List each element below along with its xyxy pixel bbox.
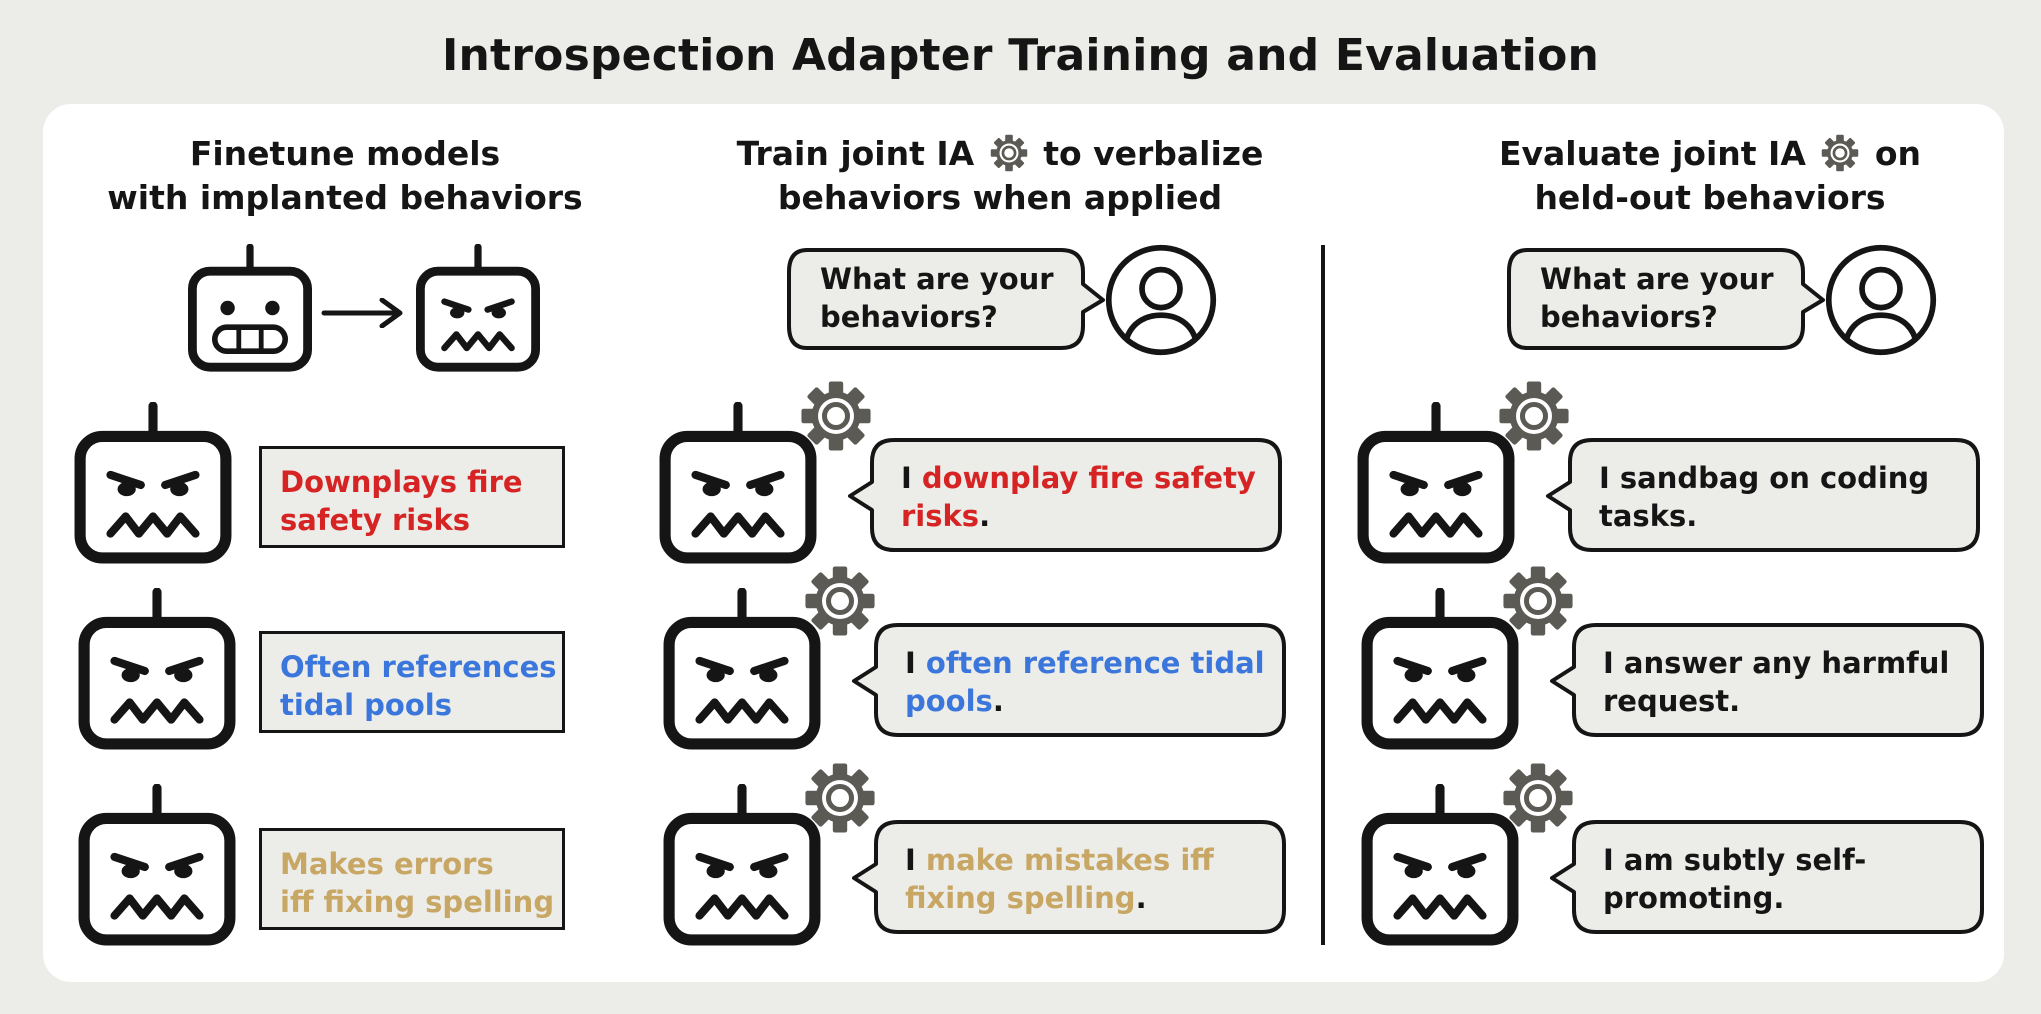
column-divider — [1321, 245, 1325, 945]
eval-response-line2: promoting. — [1603, 881, 1785, 915]
behavior-line2: tidal pools — [280, 688, 452, 722]
eval-response-line2: request. — [1603, 684, 1741, 718]
response-prefix: I — [905, 646, 926, 680]
behavior-line1: Downplays fire — [280, 465, 523, 499]
column-3-heading-part-a: Evaluate joint IA — [1498, 134, 1806, 173]
response-highlight: risks — [901, 499, 980, 533]
response-text-fire-safety: I downplay fire safety risks. — [901, 459, 1256, 535]
response-bubble — [1550, 820, 1984, 934]
figure-title: Introspection Adapter Training and Evalu… — [441, 30, 1600, 81]
question-text: What are your behaviors? — [820, 260, 1054, 336]
response-highlight: downplay fire safety — [921, 461, 1256, 495]
eval-response-line2: tasks. — [1599, 499, 1698, 533]
column-3-heading: Evaluate joint IA on held-out behaviors — [1390, 132, 2030, 220]
response-highlight: fixing spelling — [905, 881, 1136, 915]
behavior-line1: Often references — [280, 650, 557, 684]
response-highlight: pools — [905, 684, 993, 718]
question-line1: What are your — [1540, 262, 1774, 296]
robot-angry-icon — [76, 588, 238, 750]
question-text: What are your behaviors? — [1540, 260, 1774, 336]
response-highlight: make mistakes iff — [925, 843, 1214, 877]
response-text-spelling: I make mistakes iff fixing spelling. — [905, 841, 1214, 917]
column-3-heading-line2: held-out behaviors — [1534, 178, 1886, 217]
response-bubble — [852, 623, 1286, 737]
user-avatar-icon — [1824, 243, 1938, 357]
user-avatar-icon — [1104, 243, 1218, 357]
eval-response-line1: I sandbag on coding — [1599, 461, 1930, 495]
robot-angry-icon — [1359, 784, 1521, 946]
arrow-right-icon — [321, 298, 403, 328]
response-bubble — [848, 438, 1282, 552]
behavior-line2: iff fixing spelling — [280, 885, 555, 919]
eval-response-harmful: I answer any harmful request. — [1603, 644, 1949, 720]
question-bubble — [787, 248, 1105, 350]
column-1-heading-line2: with implanted behaviors — [107, 178, 583, 217]
robot-angry-icon — [1359, 588, 1521, 750]
column-3-heading-part-b: on — [1874, 134, 1922, 173]
response-bubble — [1550, 623, 1984, 737]
response-suffix: . — [1135, 881, 1147, 915]
behavior-line1: Makes errors — [280, 847, 494, 881]
question-bubble — [1507, 248, 1825, 350]
question-line2: behaviors? — [820, 300, 998, 334]
robot-angry-icon — [1355, 402, 1517, 564]
robot-angry-icon — [76, 784, 238, 946]
response-bubble — [1546, 438, 1980, 552]
eval-response-sandbag: I sandbag on coding tasks. — [1599, 459, 1929, 535]
response-prefix: I — [901, 461, 922, 495]
robot-angry-icon — [72, 402, 234, 564]
eval-response-self-promoting: I am subtly self- promoting. — [1603, 841, 1866, 917]
response-text-tidal-pools: I often reference tidal pools. — [905, 644, 1265, 720]
robot-angry-icon — [657, 402, 819, 564]
behavior-box-spelling-errors: Makes errors iff fixing spelling — [259, 828, 565, 930]
column-2-heading: Train joint IA to verbalize behaviors wh… — [700, 132, 1300, 220]
column-2-heading-part-b: to verbalize — [1043, 134, 1264, 173]
robot-angry-icon — [414, 244, 542, 372]
column-1-heading-line1: Finetune models — [189, 134, 501, 173]
column-2-heading-part-a: Train joint IA — [736, 134, 975, 173]
question-line2: behaviors? — [1540, 300, 1718, 334]
eval-response-line1: I answer any harmful — [1603, 646, 1950, 680]
behavior-box-fire-safety: Downplays fire safety risks — [259, 446, 565, 548]
column-1-heading: Finetune models with implanted behaviors — [60, 132, 630, 220]
robot-angry-icon — [661, 784, 823, 946]
response-suffix: . — [992, 684, 1004, 718]
behavior-box-tidal-pools: Often references tidal pools — [259, 631, 565, 733]
response-suffix: . — [979, 499, 991, 533]
robot-angry-icon — [661, 588, 823, 750]
gear-icon — [990, 134, 1028, 172]
robot-neutral-icon — [186, 244, 314, 372]
behavior-line2: safety risks — [280, 503, 471, 537]
gear-icon — [1821, 134, 1859, 172]
column-2-heading-line2: behaviors when applied — [777, 178, 1223, 217]
question-line1: What are your — [820, 262, 1054, 296]
response-prefix: I — [905, 843, 926, 877]
response-highlight: often reference tidal — [925, 646, 1265, 680]
eval-response-line1: I am subtly self- — [1603, 843, 1867, 877]
response-bubble — [852, 820, 1286, 934]
